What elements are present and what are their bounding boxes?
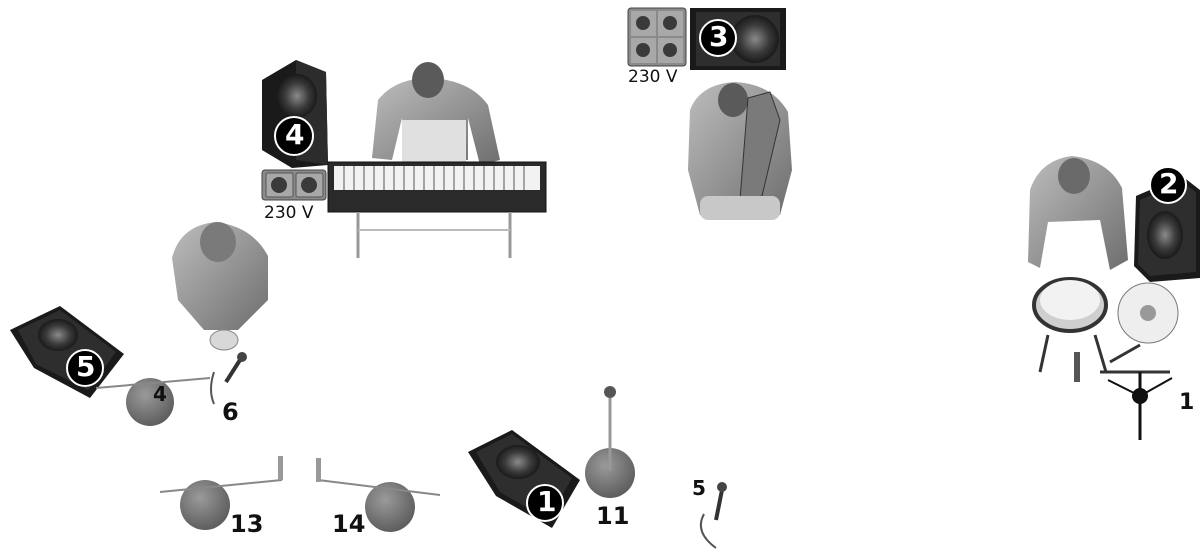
input-label-14: 14	[332, 512, 365, 536]
monitor-number-2: 2	[1159, 170, 1178, 198]
drum-kit	[1034, 279, 1178, 440]
bassist-figure	[688, 82, 792, 220]
keyboardist-figure	[372, 62, 500, 165]
power-outlet-bass	[628, 8, 686, 66]
monitor-1	[468, 430, 580, 528]
mic-stand-13	[160, 456, 283, 530]
outlet-voltage-bass: 230 V	[628, 69, 677, 86]
monitor-number-3: 3	[709, 23, 728, 51]
monitor-number-5: 5	[76, 353, 95, 381]
monitor-number-4: 4	[285, 121, 304, 149]
keyboard-instrument	[328, 162, 546, 258]
vocalist-figure	[172, 222, 268, 350]
drummer-figure	[1028, 156, 1128, 270]
handheld-mic-6	[211, 352, 247, 404]
input-label-6: 6	[222, 400, 239, 424]
monitor-5	[10, 306, 124, 398]
monitor-3	[690, 8, 786, 70]
input-label-13: 13	[230, 512, 263, 536]
power-outlet-keyboard	[262, 170, 326, 200]
mic-stand-11	[585, 386, 635, 498]
input-label-4: 4	[153, 384, 167, 404]
outlet-voltage-keyboard: 230 V	[264, 205, 313, 222]
monitor-number-1: 1	[537, 488, 556, 516]
input-label-5: 5	[692, 478, 706, 498]
monitor-4	[262, 60, 328, 168]
input-label-1: 1	[1179, 392, 1194, 414]
input-label-11: 11	[596, 504, 629, 528]
